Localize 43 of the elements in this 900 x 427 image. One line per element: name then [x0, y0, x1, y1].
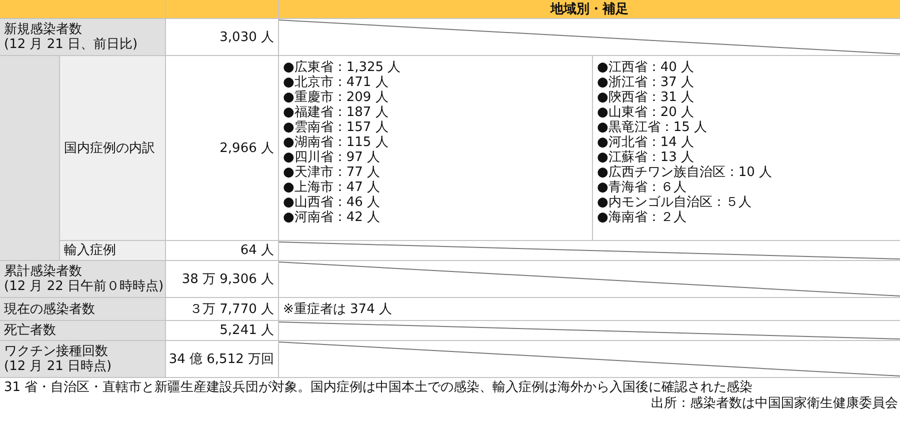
row-label: ワクチン接種回数	[4, 344, 108, 359]
list-item: ●浙江省：37 人	[597, 75, 694, 90]
list-item: ●江西省：40 人	[597, 60, 694, 75]
row-header-cell: 輸入症例	[60, 241, 165, 260]
source-note: 出所：感染者数は中国国家衛生健康委員会	[651, 396, 898, 411]
value-cell: 38 万 9,306 人	[166, 261, 278, 297]
list-item: ●河北省：14 人	[597, 135, 694, 150]
list-item: ●湖南省：115 人	[283, 135, 388, 150]
list-item: ●天津市：77 人	[283, 165, 380, 180]
row-header-cell: 国内症例の内訳	[60, 56, 165, 240]
column-header-cell: 地域別・補足	[279, 0, 900, 18]
value-cell: ３万 7,770 人	[166, 298, 278, 320]
date-label: (12 月 22 日午前０時時点)	[4, 279, 164, 294]
value-cell: 2,966 人	[166, 56, 278, 240]
list-item: ●広西チワン族自治区：10 人	[597, 165, 772, 180]
list-item: ●山西省：46 人	[283, 195, 380, 210]
list-item: ●四川省：97 人	[283, 150, 380, 165]
row-label: 新規感染者数	[4, 22, 82, 37]
value-cell: 64 人	[166, 241, 278, 260]
list-item: ●黒竜江省：15 人	[597, 120, 708, 135]
value-cell: 5,241 人	[166, 321, 278, 340]
list-item: ●山東省：20 人	[597, 105, 694, 120]
date-label: (12 月 21 日、前日比)	[4, 37, 138, 52]
date-label: (12 月 21 日時点)	[4, 359, 112, 374]
footnote: 31 省・自治区・直轄市と新疆生産建設兵団が対象。国内症例は中国本土での感染、輸入症例は海外から入国後に確認された感染	[4, 380, 753, 395]
list-item: ●重慶市：209 人	[283, 90, 388, 105]
list-item: ●福建省：187 人	[283, 105, 388, 120]
list-item: ●青海省：６人	[597, 180, 686, 195]
row-label: 累計感染者数	[4, 264, 82, 279]
list-item: ●江蘇省：13 人	[597, 150, 694, 165]
list-item: ●陝西省：31 人	[597, 90, 694, 105]
list-item: ●海南省：２人	[597, 210, 686, 225]
value-cell: 3,030 人	[166, 19, 278, 55]
list-item: ●内モンゴル自治区：５人	[597, 195, 752, 210]
list-item: ●雲南省：157 人	[283, 120, 388, 135]
list-item: ●北京市：471 人	[283, 75, 388, 90]
row-header-cell: 現在の感染者数	[0, 298, 165, 320]
list-item: ●河南省：42 人	[283, 210, 380, 225]
note-cell: ※重症者は 374 人	[279, 298, 900, 320]
list-item: ●広東省：1,325 人	[283, 60, 401, 75]
list-item: ●上海市：47 人	[283, 180, 380, 195]
value-cell: 34 億 6,512 万回	[166, 341, 278, 377]
row-header-cell: 死亡者数	[0, 321, 165, 340]
